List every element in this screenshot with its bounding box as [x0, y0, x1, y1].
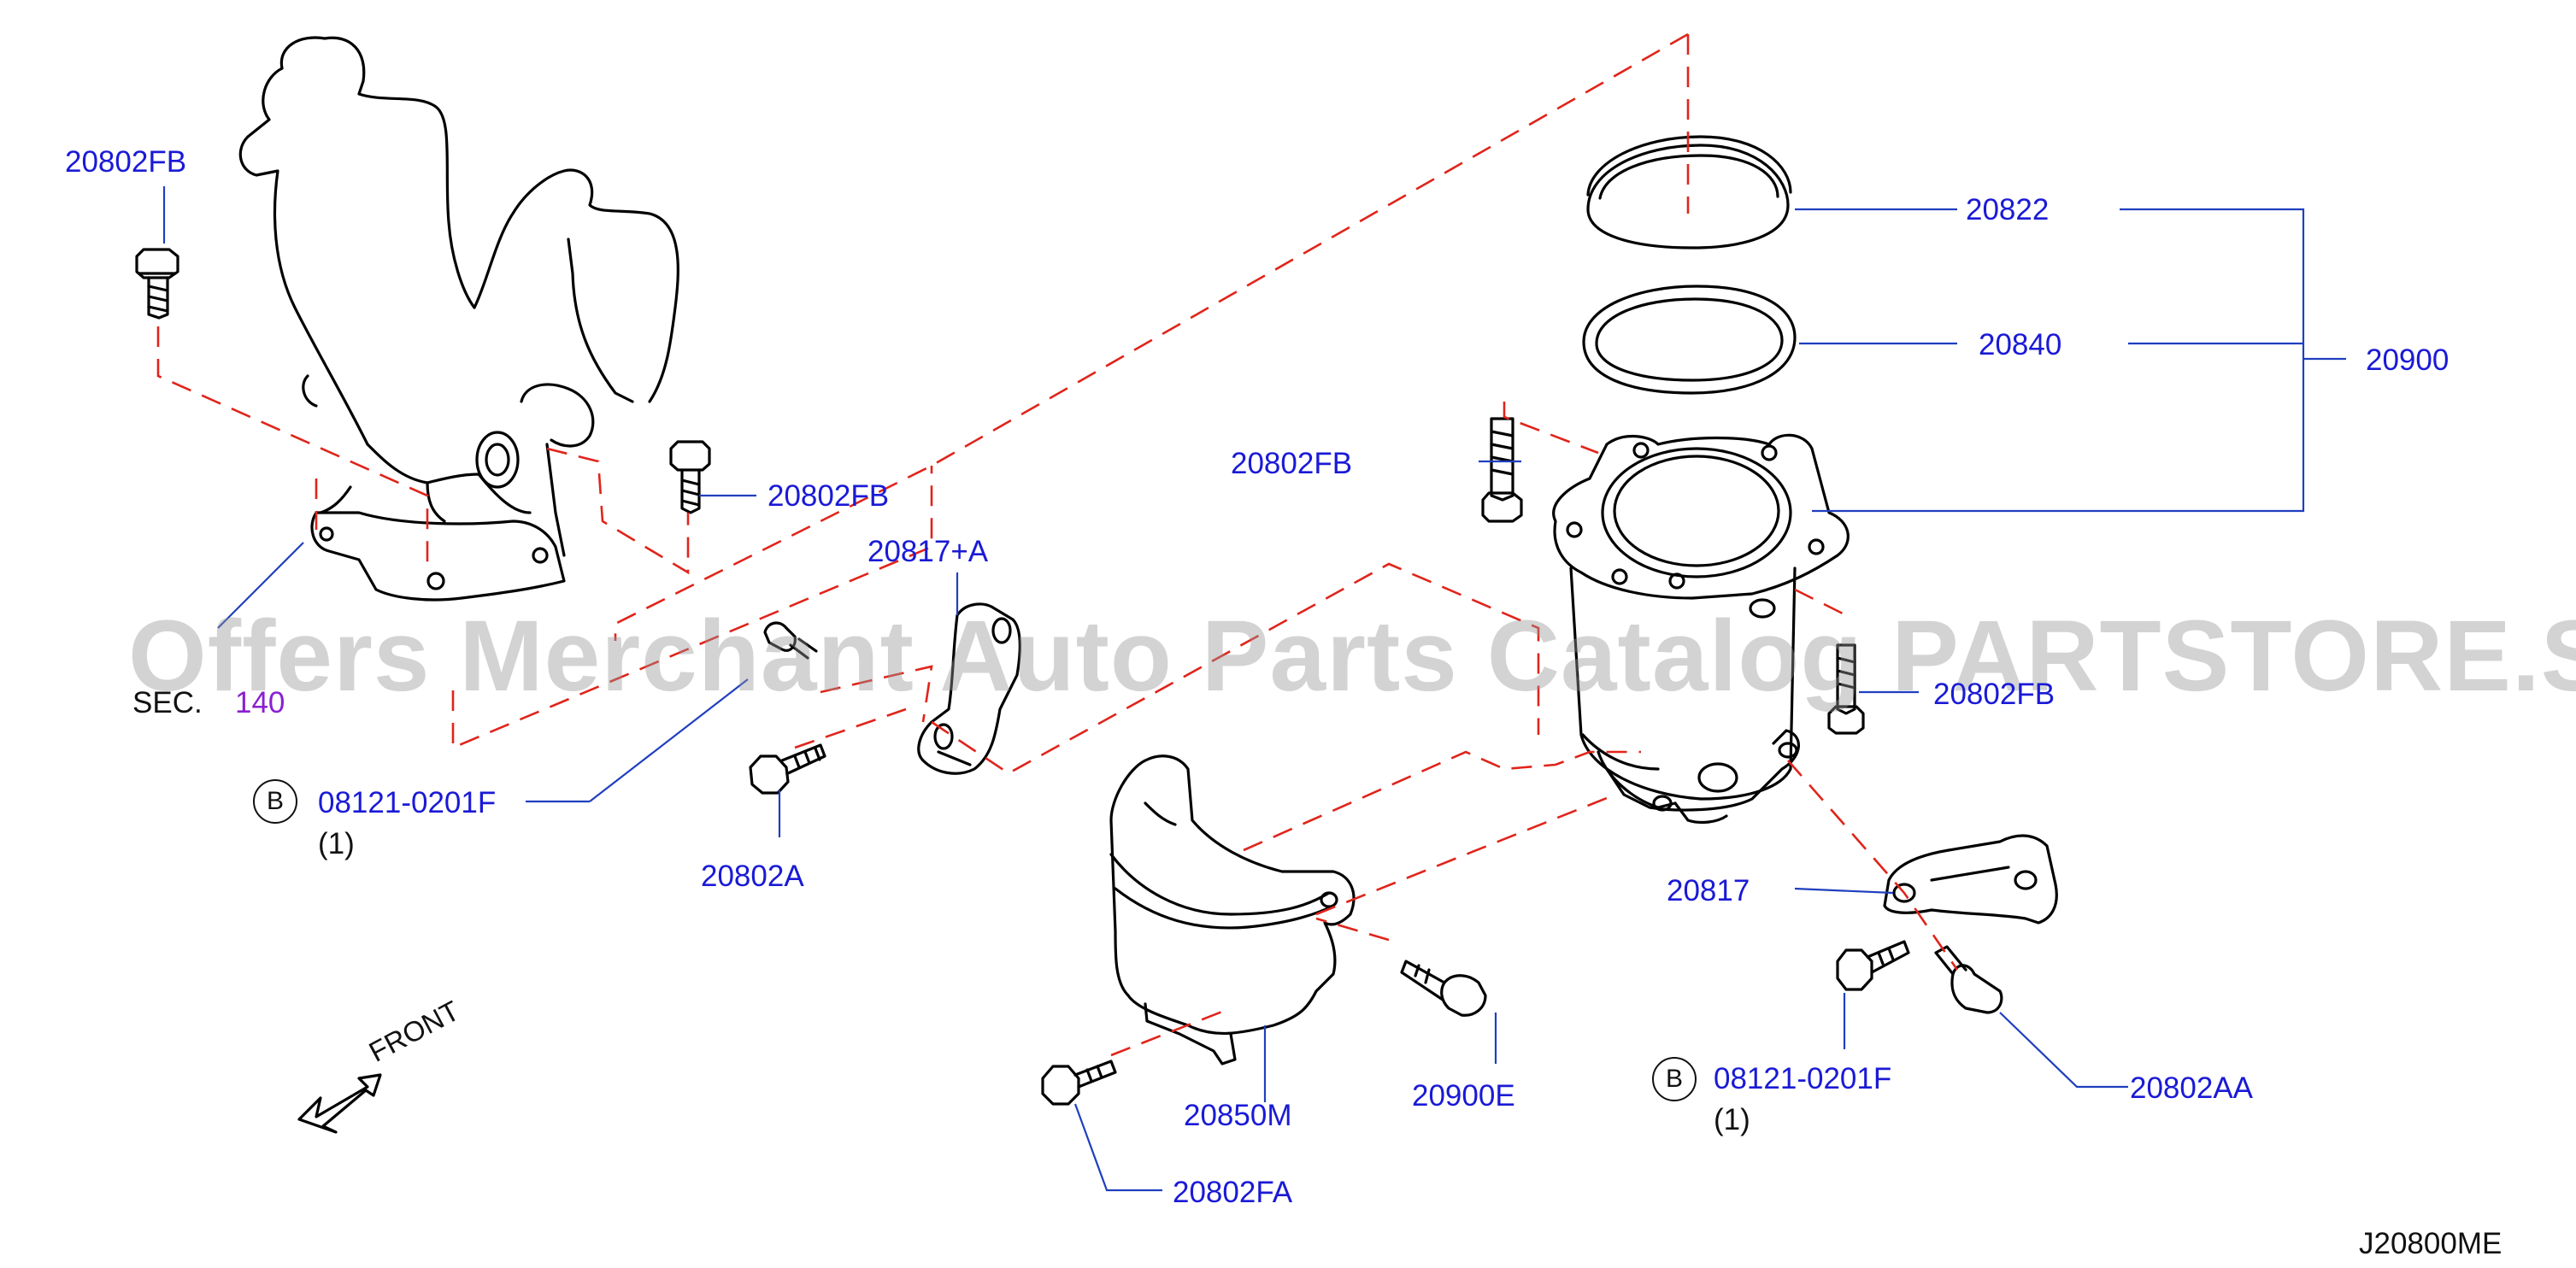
catalytic-converter	[1552, 433, 1850, 825]
heat-cover-20850m	[1109, 754, 1356, 1065]
label-08121-0201f-right[interactable]: 08121-0201F	[1714, 1062, 1892, 1095]
quantity-right: (1)	[1714, 1103, 1750, 1136]
quantity-left: (1)	[318, 827, 355, 860]
front-arrow-icon	[297, 1073, 382, 1134]
bolt-20802a	[749, 743, 826, 795]
gasket-ring-20840	[1582, 285, 1797, 395]
bolt-20802fb-right	[1481, 417, 1523, 523]
bracket-20817	[1883, 834, 2058, 925]
label-20802fb-lower-right[interactable]: 20802FB	[1933, 678, 2056, 711]
label-20802a[interactable]: 20802A	[701, 860, 804, 893]
label-08121-0201f-left[interactable]: 08121-0201F	[318, 786, 497, 819]
leader-lines	[162, 186, 2346, 1192]
bolt-20802fb-mid	[669, 440, 711, 514]
circle-marker-b-left: B	[253, 779, 297, 824]
assembly-guide-lines	[156, 32, 1959, 1057]
label-20802fa[interactable]: 20802FA	[1173, 1176, 1293, 1209]
section-prefix: SEC.	[132, 686, 203, 719]
watermark: Offers Merchant Auto Parts Catalog PARTS…	[128, 600, 2576, 713]
section-number-link[interactable]: 140	[235, 686, 285, 719]
label-20802fb-right[interactable]: 20802FB	[1231, 447, 1353, 480]
label-20802aa[interactable]: 20802AA	[2130, 1071, 2254, 1105]
bolt-20802fb-top-left	[135, 248, 179, 320]
label-20840[interactable]: 20840	[1979, 328, 2062, 361]
seal-ring-20822	[1586, 135, 1792, 249]
circle-marker-b-right: B	[1652, 1057, 1697, 1101]
label-20900[interactable]: 20900	[2366, 343, 2450, 377]
bolt-08121-0201f-left	[763, 621, 818, 660]
label-20900e[interactable]: 20900E	[1412, 1079, 1515, 1112]
label-20822[interactable]: 20822	[1966, 193, 2050, 226]
bolt-20900e	[1400, 960, 1487, 1017]
label-20817[interactable]: 20817	[1667, 874, 1750, 907]
bolt-20802fa	[1041, 1060, 1117, 1106]
bolt-08121-0201f-right	[1836, 940, 1910, 991]
diagram-code: J20800ME	[2359, 1227, 2502, 1260]
label-20817-plus-a[interactable]: 20817+A	[867, 535, 989, 568]
bolt-20802fb-lower-right	[1827, 643, 1865, 735]
label-20802fb-mid[interactable]: 20802FB	[768, 479, 890, 513]
bolt-20802aa	[1934, 945, 2003, 1014]
label-20850m[interactable]: 20850M	[1184, 1099, 1292, 1132]
label-20802fb-top-left[interactable]: 20802FB	[65, 145, 187, 179]
exhaust-manifold	[238, 36, 679, 602]
